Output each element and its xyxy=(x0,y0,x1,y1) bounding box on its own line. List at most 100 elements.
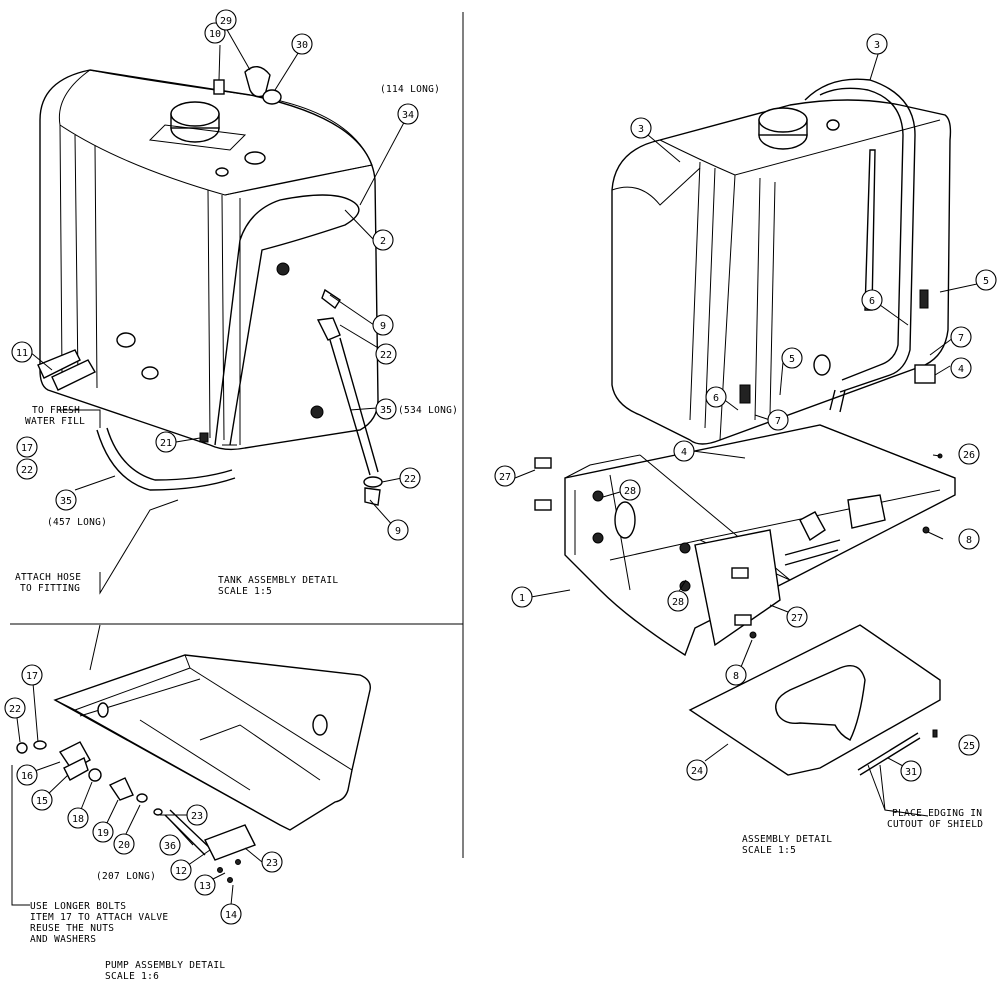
tank-detail-scale: SCALE 1:5 xyxy=(218,586,272,597)
callout-1: 1 xyxy=(511,586,533,608)
edging-note-line-2: CUTOUT OF SHIELD xyxy=(887,819,983,830)
svg-text:22: 22 xyxy=(404,474,416,485)
svg-text:7: 7 xyxy=(775,416,781,427)
svg-text:17: 17 xyxy=(21,443,33,454)
callout-12: 12 xyxy=(170,859,192,881)
svg-text:19: 19 xyxy=(97,828,109,839)
callout-9: 9 xyxy=(372,314,394,336)
callout-36: 36 xyxy=(159,834,181,856)
callout-9b: 9 xyxy=(387,519,409,541)
svg-text:23: 23 xyxy=(266,858,278,869)
svg-text:17: 17 xyxy=(26,671,38,682)
callout-16: 16 xyxy=(16,764,38,786)
callout-27-left: 27 xyxy=(494,465,516,487)
svg-text:9: 9 xyxy=(395,526,401,537)
bolts-note-line-1: USE LONGER BOLTS xyxy=(30,901,126,912)
svg-text:5: 5 xyxy=(789,354,795,365)
svg-text:7: 7 xyxy=(958,333,964,344)
callout-4-right: 4 xyxy=(950,357,972,379)
callout-17-pump: 17 xyxy=(21,664,43,686)
pump-callouts: 17 22 16 15 18 19 20 23 36 23 12 13 14 xyxy=(4,664,283,925)
svg-text:6: 6 xyxy=(869,296,875,307)
callout-8-right: 8 xyxy=(958,528,980,550)
tank-leaders xyxy=(29,27,409,595)
callout-14: 14 xyxy=(220,903,242,925)
svg-text:16: 16 xyxy=(21,771,33,782)
svg-text:21: 21 xyxy=(160,438,172,449)
callout-29: 29 xyxy=(215,9,237,31)
svg-text:35: 35 xyxy=(380,405,392,416)
svg-text:20: 20 xyxy=(118,840,130,851)
callout-2: 2 xyxy=(372,229,394,251)
svg-text:12: 12 xyxy=(175,866,187,877)
note-534-long: (534 LONG) xyxy=(398,405,458,416)
svg-text:3: 3 xyxy=(874,40,880,51)
callout-4-left: 4 xyxy=(673,440,695,462)
callout-11: 11 xyxy=(11,341,33,363)
callout-30: 30 xyxy=(291,33,313,55)
callout-35: 35 xyxy=(375,398,397,420)
callout-15: 15 xyxy=(31,789,53,811)
note-207-long: (207 LONG) xyxy=(96,871,156,882)
tank-drawing xyxy=(37,66,383,506)
callout-34: 34 xyxy=(397,103,419,125)
callout-6-right: 6 xyxy=(861,289,883,311)
svg-text:22: 22 xyxy=(21,465,33,476)
callout-22: 22 xyxy=(375,343,397,365)
pump-drawing xyxy=(16,654,371,883)
svg-text:27: 27 xyxy=(499,472,511,483)
bolts-note-line-2: ITEM 17 TO ATTACH VALVE xyxy=(30,912,168,923)
fresh-water-line-2: WATER FILL xyxy=(25,416,85,427)
note-457-long: (457 LONG) xyxy=(47,517,107,528)
svg-text:8: 8 xyxy=(966,535,972,546)
callout-21: 21 xyxy=(155,431,177,453)
callout-27-bottom: 27 xyxy=(786,606,808,628)
assembly-callouts: 3 3 5 6 7 5 4 6 7 4 27 28 26 8 1 28 8 27… xyxy=(494,33,997,782)
svg-text:4: 4 xyxy=(681,447,687,458)
callout-35b: 35 xyxy=(55,489,77,511)
svg-text:34: 34 xyxy=(402,110,414,121)
callout-7-left: 7 xyxy=(767,409,789,431)
svg-text:11: 11 xyxy=(16,348,28,359)
callout-22-pump: 22 xyxy=(4,697,26,719)
callout-7-right: 7 xyxy=(950,326,972,348)
callout-23b: 23 xyxy=(261,851,283,873)
svg-text:10: 10 xyxy=(209,29,221,40)
tank-callouts: 10 29 30 34 2 9 22 11 21 35 22 9 17 22 3… xyxy=(11,9,421,541)
pump-detail-title: PUMP ASSEMBLY DETAIL xyxy=(105,960,225,971)
svg-text:25: 25 xyxy=(963,741,975,752)
assembly-detail-title: ASSEMBLY DETAIL xyxy=(742,834,832,845)
svg-text:15: 15 xyxy=(36,796,48,807)
attach-hose-line-1: ATTACH HOSE xyxy=(15,572,81,583)
callout-18: 18 xyxy=(67,807,89,829)
svg-text:18: 18 xyxy=(72,814,84,825)
tank-detail-title: TANK ASSEMBLY DETAIL xyxy=(218,575,338,586)
callout-22c: 22 xyxy=(16,458,38,480)
svg-text:29: 29 xyxy=(220,16,232,27)
svg-text:1: 1 xyxy=(519,593,525,604)
svg-text:28: 28 xyxy=(624,486,636,497)
svg-text:24: 24 xyxy=(691,766,703,777)
bolts-note-line-3: REUSE THE NUTS xyxy=(30,923,114,934)
callout-28-bottom: 28 xyxy=(667,590,689,612)
svg-text:2: 2 xyxy=(380,236,386,247)
callout-5-left: 5 xyxy=(781,347,803,369)
assembly-notes: PLACE EDGING IN CUTOUT OF SHIELD ASSEMBL… xyxy=(742,808,983,856)
svg-text:13: 13 xyxy=(199,881,211,892)
svg-text:36: 36 xyxy=(164,841,176,852)
callout-31: 31 xyxy=(900,760,922,782)
svg-text:4: 4 xyxy=(958,364,964,375)
callout-26: 26 xyxy=(958,443,980,465)
callout-13: 13 xyxy=(194,874,216,896)
callout-6-left: 6 xyxy=(705,386,727,408)
svg-text:9: 9 xyxy=(380,321,386,332)
svg-text:5: 5 xyxy=(983,276,989,287)
bolts-note-line-4: AND WASHERS xyxy=(30,934,96,945)
callout-3-top: 3 xyxy=(866,33,888,55)
svg-text:28: 28 xyxy=(672,597,684,608)
svg-text:8: 8 xyxy=(733,671,739,682)
callout-20: 20 xyxy=(113,833,135,855)
callout-8-bottom: 8 xyxy=(725,664,747,686)
callout-25: 25 xyxy=(958,734,980,756)
